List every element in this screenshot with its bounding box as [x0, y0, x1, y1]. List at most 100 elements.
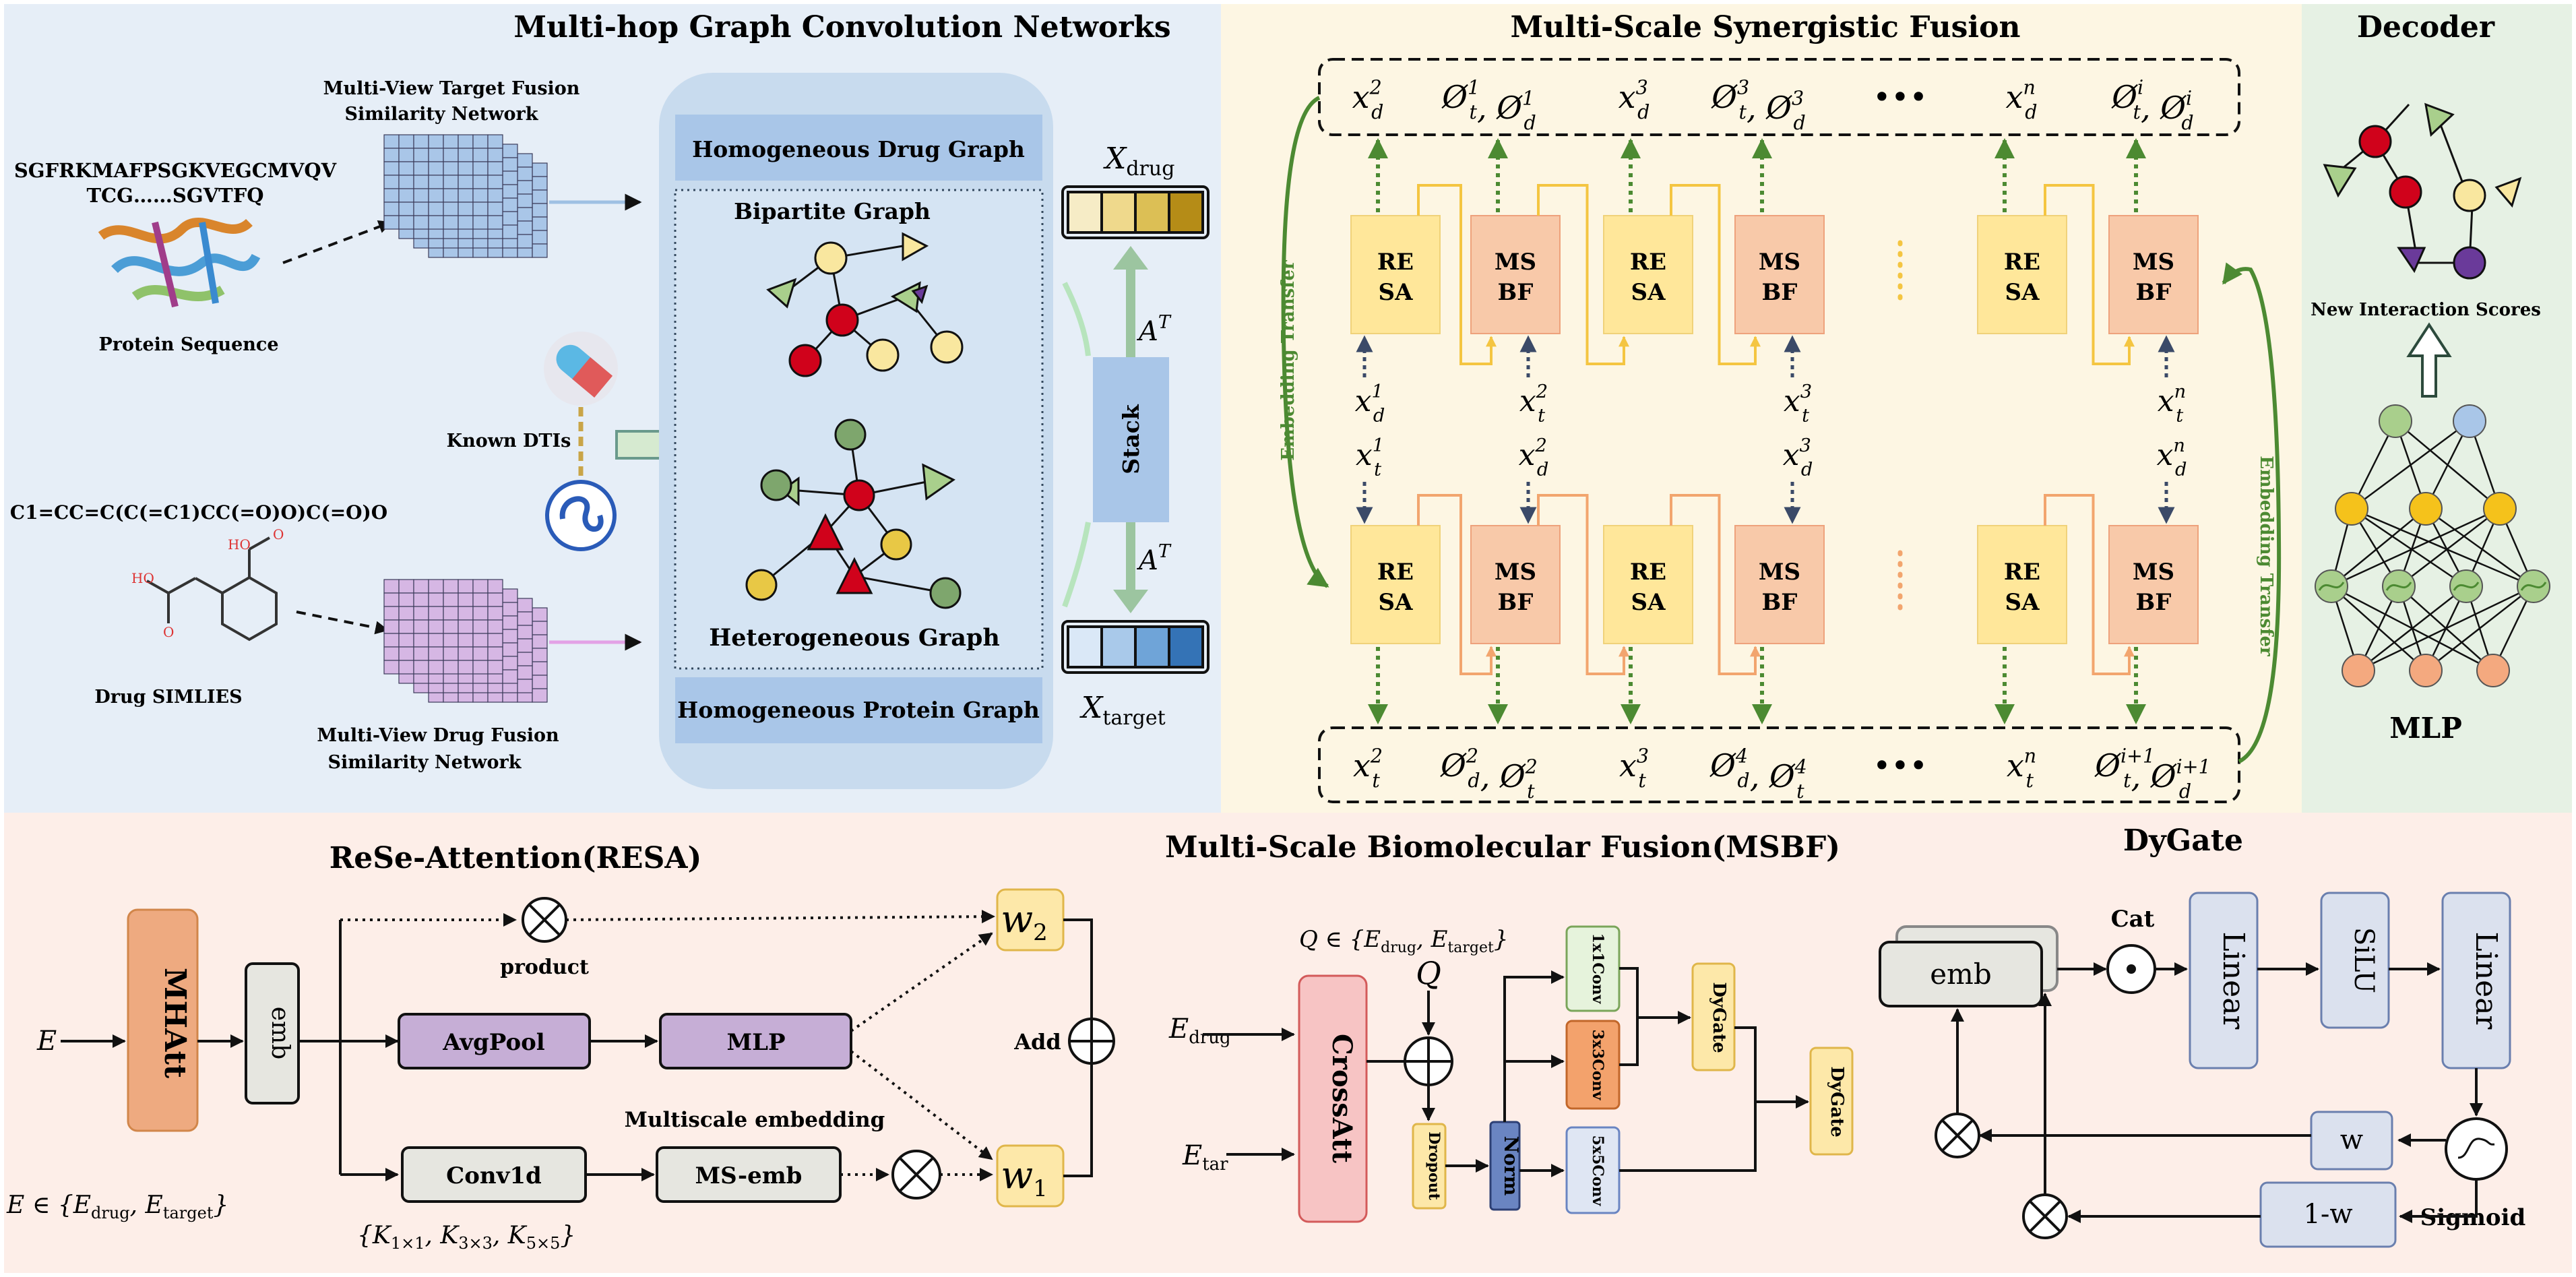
msf-bottom-connector — [1417, 494, 1497, 675]
conv5-label: 5x5Conv — [1589, 1135, 1606, 1207]
product-label: product — [500, 956, 589, 979]
drug-matrix-cell — [487, 646, 503, 661]
at-bottom: AT — [1136, 541, 1172, 576]
drug-matrix-cell — [428, 646, 444, 661]
resa-input-e: E — [36, 1026, 57, 1057]
linear1-label: Linear — [2216, 932, 2251, 1030]
drug-matrix-cell — [517, 652, 533, 666]
drug-matrix-cell — [458, 606, 474, 621]
bottom-seq-token: ••• — [1873, 747, 1927, 784]
drug-matrix-cell — [532, 648, 548, 662]
target-matrix-cell — [532, 203, 548, 218]
gcn-title: Multi-hop Graph Convolution Networks — [513, 10, 1170, 44]
drug-matrix-cell — [458, 646, 474, 661]
conv1d-label: Conv1d — [446, 1162, 542, 1189]
target-matrix-cell — [458, 161, 474, 176]
mlp-edge — [2358, 585, 2534, 672]
msf-blocks: RESAMSBFRESAMSBFRESAMSBFRESAMSBFRESAMSBF… — [1350, 138, 2199, 724]
target-vector-cell — [1100, 625, 1137, 668]
drug-matrix-cell — [428, 633, 444, 648]
target-embedding-vector — [1061, 620, 1210, 674]
target-matrix-cell — [398, 134, 414, 149]
drug-matrix-cell — [458, 660, 474, 675]
heterogeneous-graph-drawing — [745, 418, 962, 609]
msf-top-connector — [2044, 184, 2135, 365]
mlp-edge — [2351, 507, 2534, 588]
mlp-node — [2453, 404, 2486, 438]
drug-matrix-cell — [398, 619, 414, 634]
drug-matrix-cell — [413, 619, 429, 634]
target-matrix-cell — [487, 188, 503, 203]
decoder-title: Decoder — [2357, 10, 2495, 44]
drug-matrix-cell — [428, 592, 444, 607]
sigmoid-to-1-w-arrow — [2399, 1179, 2478, 1223]
avgpool-label: AvgPool — [442, 1029, 545, 1056]
msf-top-block — [1350, 215, 1441, 334]
msf-top-block-label: MS — [2133, 249, 2174, 276]
stack-down-arrowhead — [1113, 590, 1148, 613]
conv1-label: 1x1Conv — [1589, 933, 1606, 1005]
mlp-edge — [2351, 507, 2467, 588]
drug-matrix-cell — [413, 579, 429, 594]
drug-matrix-cell — [398, 592, 414, 607]
target-vector-cell — [1168, 625, 1204, 668]
drug-matrix-cell — [487, 579, 503, 594]
drug-matrix-cell — [458, 592, 474, 607]
target-matrix-cell — [413, 215, 429, 230]
drug-matrix-cell — [383, 633, 400, 648]
drug-matrix-cell — [398, 579, 414, 594]
target-matrix-cell — [413, 175, 429, 189]
target-matrix-cell — [517, 166, 533, 181]
drug-matrix-cell — [532, 661, 548, 676]
msf-bottom-block-label: SA — [2005, 589, 2040, 616]
at-top: AT — [1136, 312, 1172, 347]
resa-title: ReSe-Attention(RESA) — [329, 841, 702, 875]
target-matrix-cell — [472, 134, 489, 149]
msf-top-block — [1603, 215, 1693, 334]
drug-matrix-cell — [487, 606, 503, 621]
glow-arrow-top — [1062, 282, 1091, 356]
decoder-mlp-label: MLP — [2389, 712, 2462, 745]
msf-bottom-connector — [1670, 494, 1761, 675]
protein-to-net-arrow — [282, 220, 392, 264]
drug-matrix-cell — [443, 592, 459, 607]
target-matrix-cell — [502, 224, 518, 239]
dygate-emb-label: emb — [1930, 958, 1992, 991]
glow-arrow-bottom — [1062, 522, 1091, 608]
resa-emb-label: emb — [266, 1007, 294, 1060]
embedding-transfer-left-arrow — [1281, 96, 1329, 588]
msf-bottom-connector — [2044, 494, 2135, 675]
target-matrix-cell — [517, 180, 533, 195]
msf-top-block-label: BF — [1498, 279, 1534, 306]
drug-vector-cell — [1168, 191, 1204, 234]
mhatt-box — [127, 908, 199, 1132]
drug-matrix-cell — [532, 634, 548, 649]
drug-matrix-cell — [383, 619, 400, 634]
msbf-add-plus-icon — [1405, 1038, 1452, 1085]
stack-box — [1093, 357, 1169, 522]
msf-bottom-block-label: BF — [1498, 589, 1534, 616]
drug-matrix-cell — [472, 633, 489, 648]
target-matrix-cell — [532, 162, 548, 177]
msf-bottom-connector — [1537, 494, 1629, 675]
molecule-o-top: O — [273, 526, 284, 542]
dygate-title: DyGate — [2123, 823, 2243, 858]
target-matrix-cell — [428, 148, 444, 162]
target-matrix-cell — [428, 188, 444, 203]
target-matrix-cell — [398, 148, 414, 162]
resa-emb-box — [245, 962, 300, 1104]
target-matrix-cell — [502, 157, 518, 172]
target-matrix-cell — [458, 215, 474, 230]
msf-bottom-block-label: MS — [1495, 559, 1536, 586]
drug-matrix-cell — [443, 619, 459, 634]
cat-label: Cat — [2111, 906, 2155, 933]
one-minus-w-label: 1-w — [2303, 1199, 2352, 1230]
